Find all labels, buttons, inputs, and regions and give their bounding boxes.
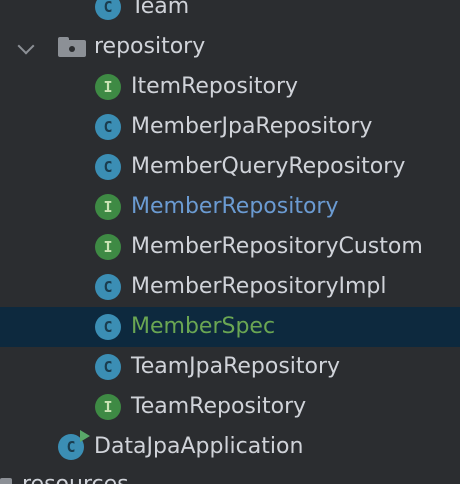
tree-item-label: MemberSpec [131,314,276,339]
tree-folder-repository[interactable]: repository [0,27,460,67]
tree-item-label: MemberRepositoryCustom [131,234,423,259]
folder-icon [0,478,12,484]
tree-item-team[interactable]: C Team [0,0,460,27]
tree-folder-label: repository [94,34,206,59]
interface-icon: I [95,194,121,220]
interface-icon: I [95,234,121,260]
tree-item-member-spec[interactable]: C MemberSpec [0,307,460,347]
class-icon: C [95,154,121,180]
class-icon: C [95,0,121,20]
class-icon: C [95,114,121,140]
tree-item-member-query-repository[interactable]: C MemberQueryRepository [0,147,460,187]
interface-icon: I [95,394,121,420]
package-folder-icon [58,37,86,57]
tree-item-team-jpa-repository[interactable]: C TeamJpaRepository [0,347,460,387]
class-icon: C [95,314,121,340]
tree-item-member-repository-custom[interactable]: I MemberRepositoryCustom [0,227,460,267]
spring-boot-class-icon: C [58,434,84,460]
tree-folder-label: resources [22,472,129,484]
tree-item-label: Team [131,0,190,19]
tree-item-label: MemberRepository [131,194,339,219]
tree-item-label: MemberQueryRepository [131,154,406,179]
tree-item-label: MemberRepositoryImpl [131,274,387,299]
tree-item-label: TeamJpaRepository [131,354,341,379]
tree-folder-resources[interactable]: resources [0,467,460,484]
tree-item-member-repository[interactable]: I MemberRepository [0,187,460,227]
tree-item-label: TeamRepository [131,394,307,419]
tree-item-member-repository-impl[interactable]: C MemberRepositoryImpl [0,267,460,307]
class-icon: C [95,354,121,380]
chevron-down-icon[interactable] [17,37,35,55]
class-icon: C [95,274,121,300]
tree-item-label: DataJpaApplication [94,434,304,459]
tree-item-team-repository[interactable]: I TeamRepository [0,387,460,427]
interface-icon: I [95,74,121,100]
run-marker-icon [80,430,90,442]
tree-item-label: MemberJpaRepository [131,114,373,139]
tree-item-data-jpa-application[interactable]: C DataJpaApplication [0,427,460,467]
tree-item-item-repository[interactable]: I ItemRepository [0,67,460,107]
tree-item-member-jpa-repository[interactable]: C MemberJpaRepository [0,107,460,147]
tree-item-label: ItemRepository [131,74,299,99]
